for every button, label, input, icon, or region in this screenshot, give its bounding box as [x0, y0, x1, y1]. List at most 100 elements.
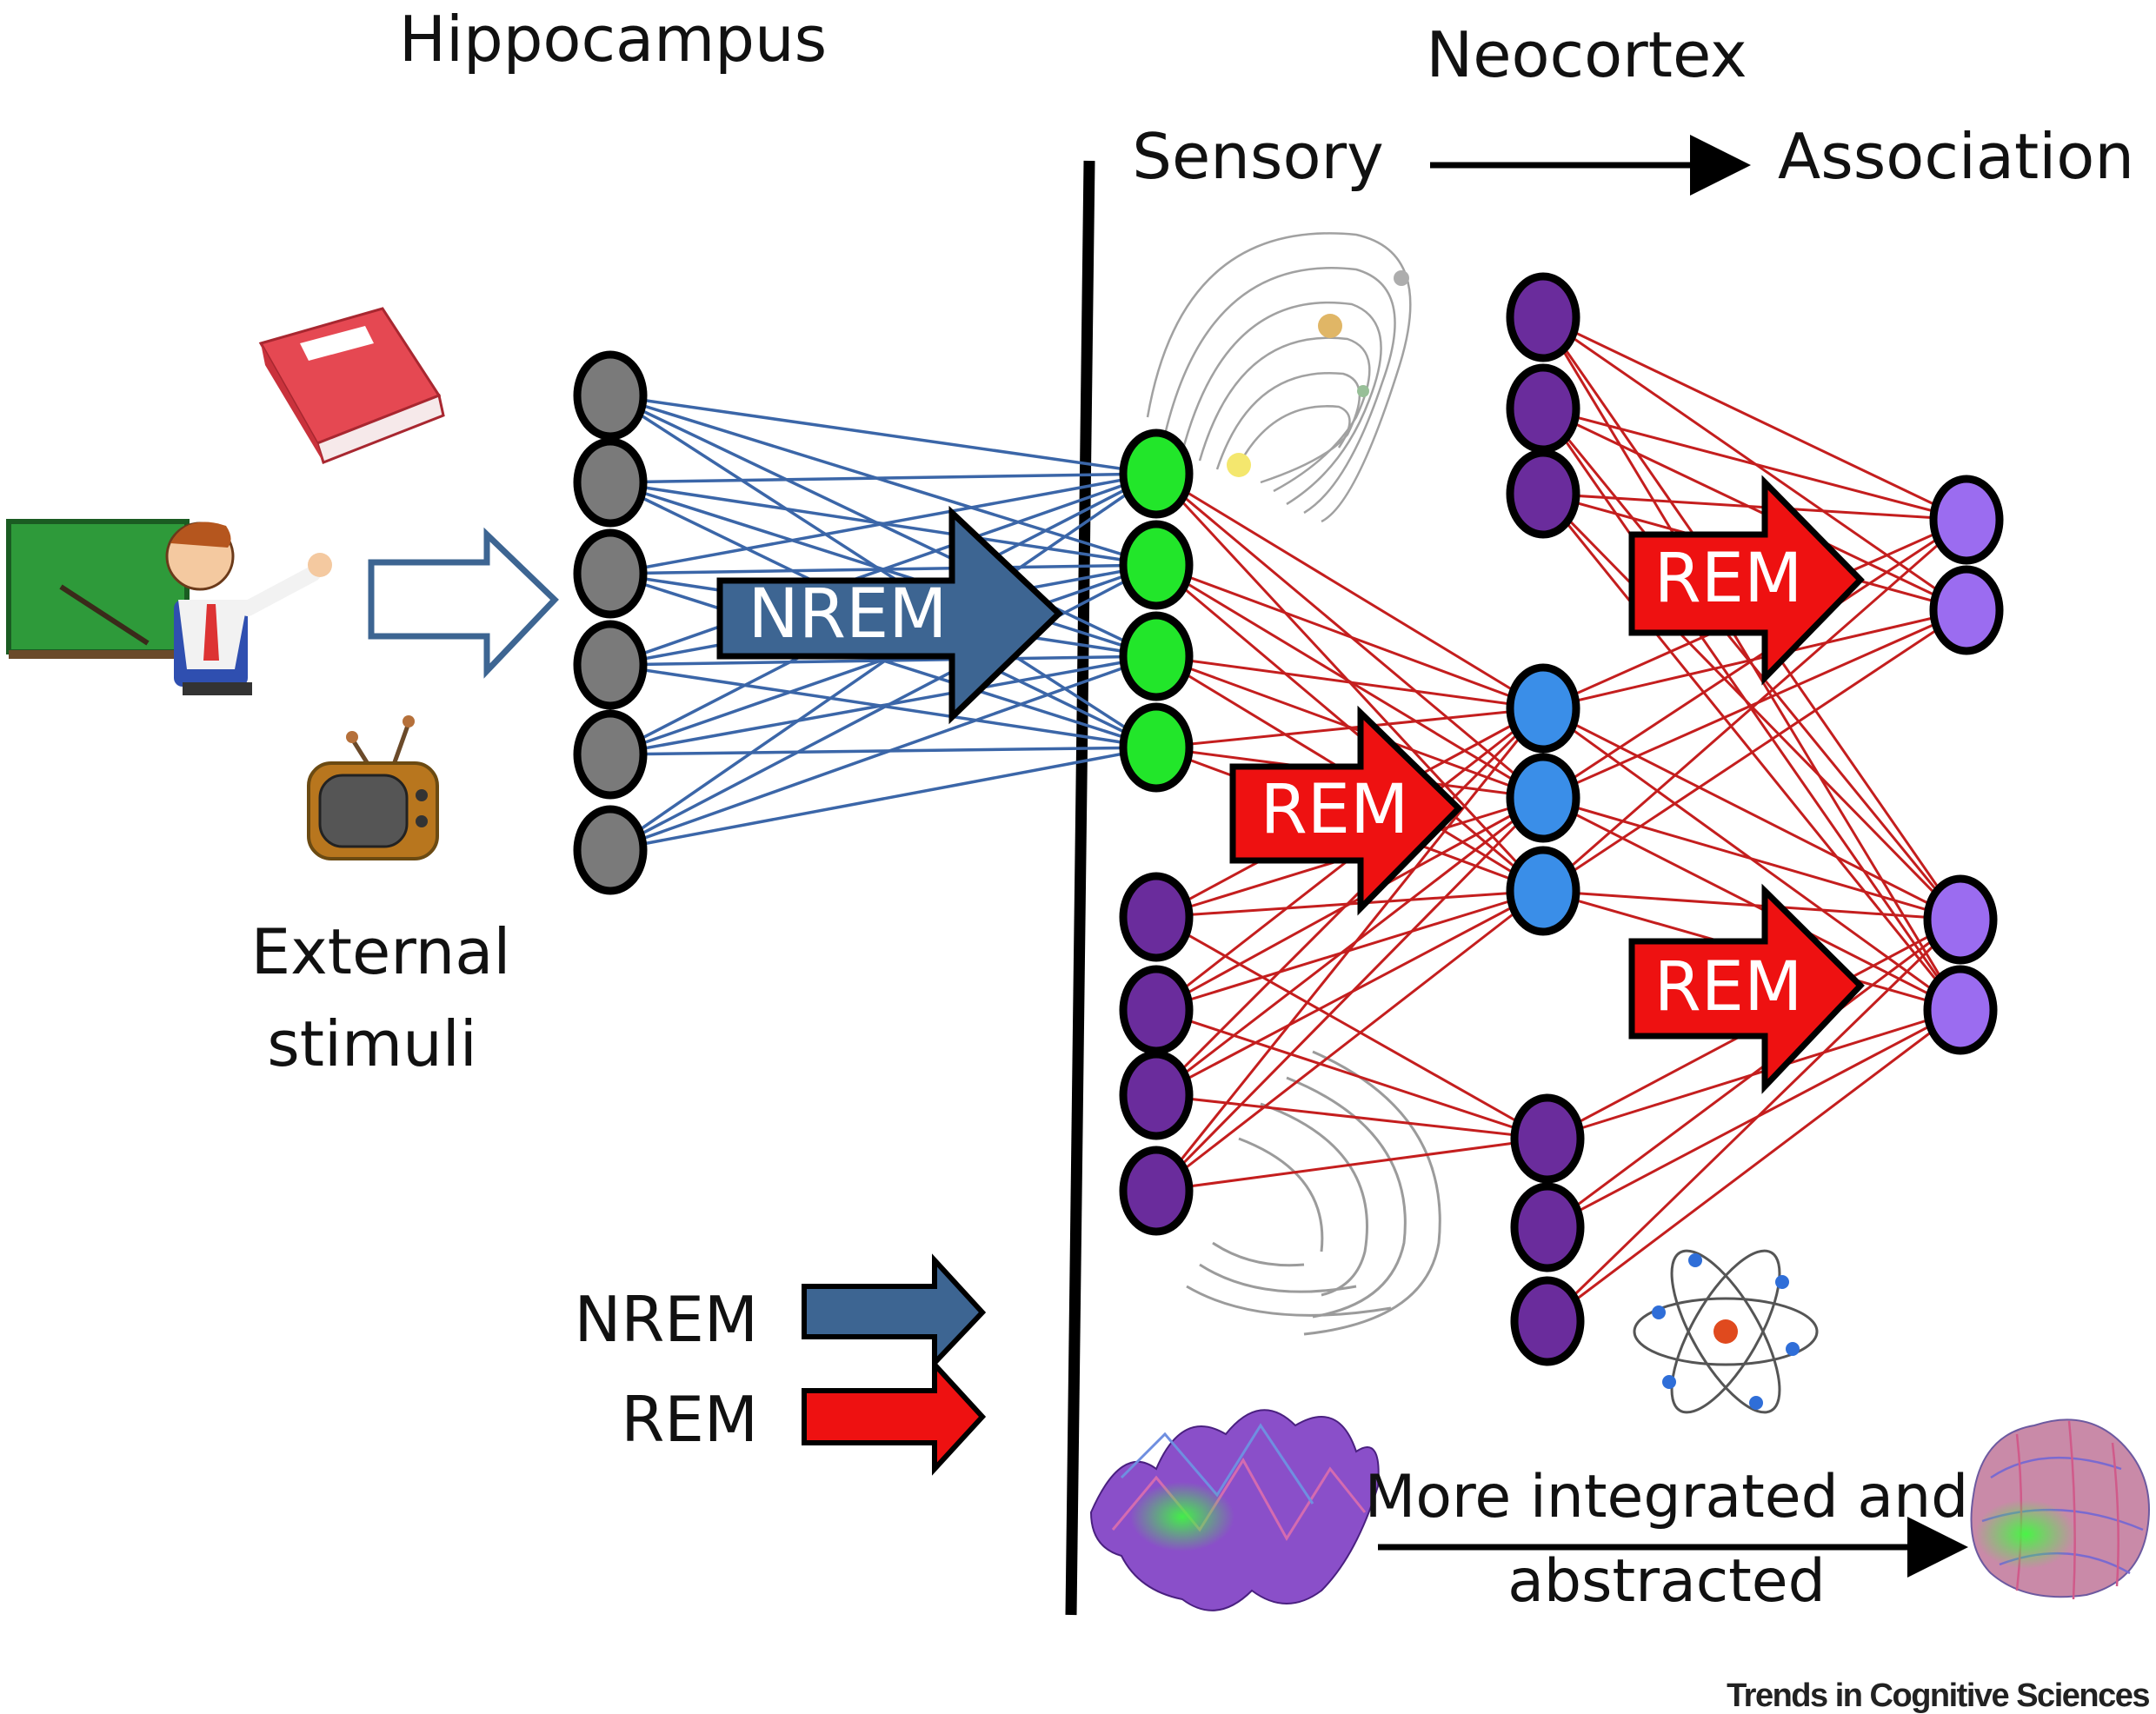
legend-rem-arrow	[802, 1358, 987, 1476]
connection-line	[609, 472, 1157, 667]
nrem-arrow-label: NREM	[748, 575, 947, 654]
middle-blue-node	[1506, 846, 1580, 936]
external-stimuli-label-line2: stimuli	[267, 1007, 477, 1080]
connection-line	[1155, 707, 1544, 749]
input-arrow-icon	[368, 527, 559, 679]
connection-line	[609, 472, 1157, 852]
middle-blue-node	[1506, 753, 1580, 843]
tv-icon	[307, 715, 439, 860]
connection-line	[1155, 563, 1544, 710]
connection-line	[1155, 915, 1548, 1140]
legend-nrem-label: NREM	[575, 1283, 759, 1356]
teacher-icon	[6, 519, 332, 695]
sensory-purple-node	[1119, 1146, 1194, 1236]
solar-system-icon	[1146, 232, 1412, 523]
connection-line	[609, 563, 1157, 852]
legend: NREM REM	[575, 1253, 987, 1476]
sensory-green-node	[1119, 702, 1194, 793]
hippocampus-node	[573, 437, 648, 528]
connection-line	[1155, 796, 1545, 1192]
integrated-label-line1: More integrated and	[1365, 1463, 1969, 1531]
rem-arrow-middle: REM	[1229, 705, 1463, 916]
connection-line	[1542, 518, 1967, 893]
external-stimuli-label-line1: External	[251, 915, 511, 988]
connection-line	[1155, 889, 1544, 1192]
sensory-green-node	[1119, 520, 1194, 610]
sensory-purple-node	[1119, 872, 1194, 962]
connection-line	[1155, 654, 1544, 710]
hippocampus-node	[573, 620, 648, 710]
association-label: Association	[1778, 120, 2134, 193]
nrem-links	[609, 394, 1157, 852]
connection-line	[1542, 608, 1967, 893]
divider-line	[1065, 160, 1095, 1616]
legend-rem-label: REM	[621, 1383, 758, 1456]
connection-line	[1155, 708, 1545, 1192]
sensory-purple-node	[1119, 1050, 1194, 1140]
rem-arrow-upper: REM	[1628, 475, 1865, 686]
neocortex-label: Neocortex	[1426, 18, 1747, 91]
connection-line	[1541, 493, 1962, 1011]
association-lower-node	[1923, 965, 1998, 1055]
rem-arrow-lower-label: REM	[1654, 948, 1803, 1026]
nrem-arrow: NREM	[716, 505, 1064, 725]
sensory-green-node	[1119, 428, 1194, 519]
rem-arrow-lower: REM	[1628, 883, 1865, 1094]
connection-line	[1155, 1093, 1548, 1140]
connection-line	[1155, 796, 1544, 1012]
association-upper-node	[1929, 475, 2004, 565]
hippocampus-node	[573, 805, 648, 895]
sensory-purple-node	[1119, 965, 1194, 1055]
connection-line	[1542, 407, 1967, 612]
middle-blue-node	[1506, 663, 1580, 754]
rem-arrow-upper-label: REM	[1654, 540, 1803, 618]
hippocampus-node	[573, 709, 648, 800]
connection-line	[1542, 707, 1961, 921]
middle-purple-node	[1506, 448, 1580, 539]
connection-line	[609, 746, 1157, 756]
atom-icon	[1633, 1249, 1819, 1414]
connection-line	[1547, 1008, 1961, 1323]
landscape-icon	[1089, 1409, 1380, 1611]
middle-purple-node	[1506, 272, 1580, 362]
connection-line	[1155, 796, 1544, 1097]
connection-line	[1547, 918, 1961, 1229]
middle-purple-lower-node	[1510, 1182, 1585, 1272]
association-upper-node	[1929, 565, 2004, 655]
hippocampus-node	[573, 350, 648, 441]
connection-line	[609, 563, 1157, 756]
rem-arrow-middle-label: REM	[1261, 771, 1409, 849]
hippocampus-label: Hippocampus	[399, 3, 827, 76]
connection-line	[609, 472, 1157, 484]
legend-nrem-arrow	[802, 1253, 987, 1370]
connection-line	[1542, 316, 1967, 522]
connection-line	[1542, 518, 1967, 800]
connection-line	[1542, 796, 1961, 921]
hippocampus-node	[573, 528, 648, 619]
connection-line	[1541, 492, 1962, 921]
connection-line	[1541, 408, 1962, 1011]
middle-purple-lower-node	[1510, 1093, 1585, 1184]
connection-line	[1155, 1137, 1548, 1192]
connection-line	[609, 746, 1157, 852]
connection-line	[1542, 492, 1967, 522]
connection-line	[609, 394, 1157, 475]
connection-line	[1541, 408, 1962, 920]
book-icon	[258, 307, 445, 464]
connection-line	[1542, 889, 1961, 921]
sensory-label: Sensory	[1132, 120, 1383, 193]
integrated-label-line2: abstracted	[1507, 1547, 1826, 1616]
connection-line	[1155, 472, 1544, 710]
connection-line	[609, 654, 1157, 852]
credit-label: Trends in Cognitive Sciences	[1727, 1677, 2149, 1714]
middle-purple-lower-node	[1510, 1276, 1585, 1366]
connection-line	[1546, 918, 1962, 1323]
sensory-green-node	[1119, 611, 1194, 701]
connection-line	[609, 654, 1157, 756]
connection-line	[1542, 407, 1967, 522]
connection-line	[609, 472, 1157, 575]
blob-icon	[1970, 1418, 2150, 1600]
middle-purple-node	[1506, 363, 1580, 454]
connection-line	[1155, 1008, 1548, 1140]
